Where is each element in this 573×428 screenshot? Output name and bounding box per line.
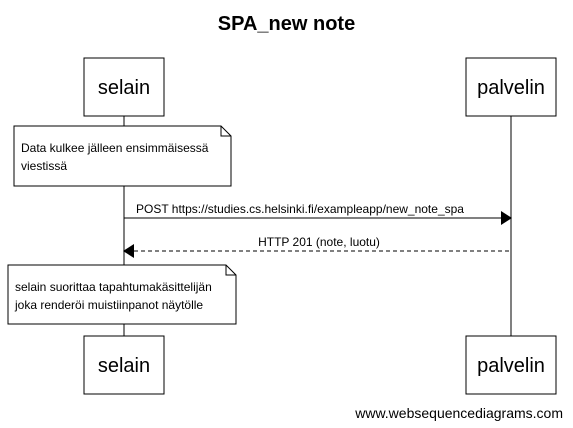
- note-1-line-2: viestissä: [21, 159, 68, 173]
- participant-browser-bottom: selain: [83, 335, 165, 395]
- diagram-title: SPA_new note: [217, 13, 356, 35]
- arrowhead-left-icon: [123, 244, 134, 258]
- note-1-line-1: Data kulkee jälleen ensimmäisessä: [21, 141, 209, 155]
- message-response-label: HTTP 201 (note, luotu): [258, 235, 380, 249]
- message-post: POST https://studies.cs.helsinki.fi/exam…: [124, 202, 512, 225]
- participant-server-bottom: palvelin: [465, 335, 557, 395]
- watermark: www.websequencediagrams.com: [355, 405, 563, 421]
- note-2-text: selain suorittaa tapahtumakäsittelijän j…: [15, 278, 212, 314]
- note-2-line-2: joka renderöi muistiinpanot näytölle: [15, 298, 204, 312]
- note-2: [7, 264, 237, 325]
- note-1-text: Data kulkee jälleen ensimmäisessä viesti…: [21, 139, 208, 175]
- message-post-label: POST https://studies.cs.helsinki.fi/exam…: [136, 202, 464, 216]
- arrowhead-right-icon: [501, 211, 512, 225]
- participant-browser-top-label: selain: [98, 77, 150, 99]
- message-response: HTTP 201 (note, luotu): [123, 235, 511, 258]
- participant-browser-bottom-label: selain: [98, 355, 150, 377]
- participant-browser-top: selain: [83, 57, 165, 117]
- participant-server-top: palvelin: [465, 57, 557, 117]
- participant-server-bottom-label: palvelin: [477, 355, 545, 377]
- note-1: [13, 125, 232, 187]
- note-2-line-1: selain suorittaa tapahtumakäsittelijän: [15, 280, 212, 294]
- participant-server-top-label: palvelin: [477, 77, 545, 99]
